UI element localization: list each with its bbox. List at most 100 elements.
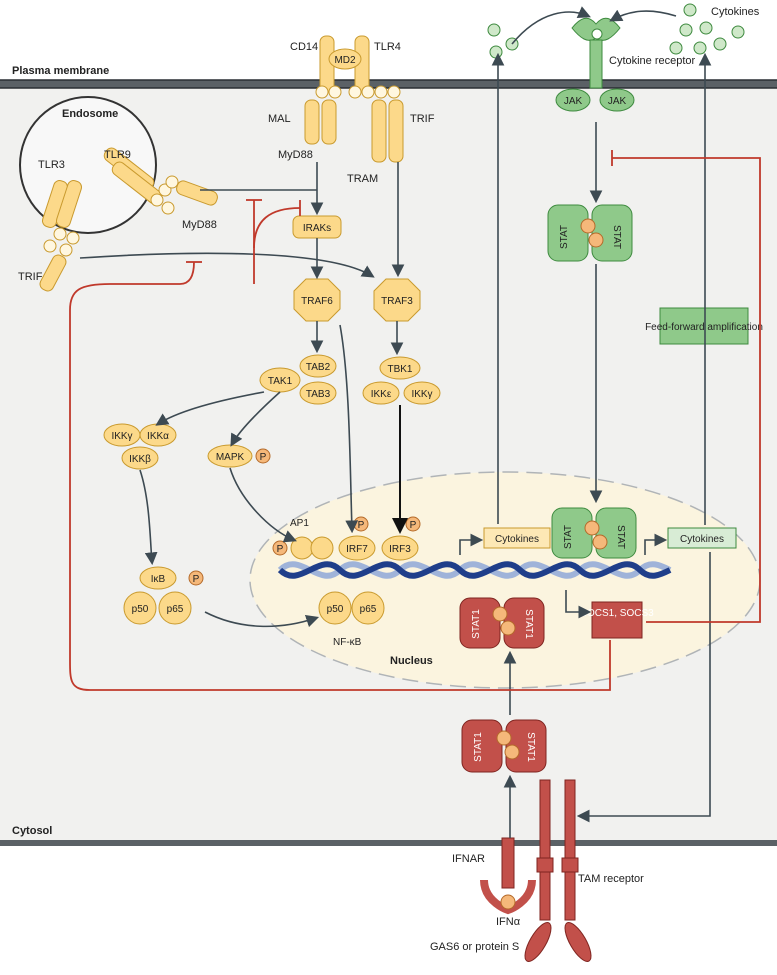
nfkb-nuclear	[318, 591, 385, 625]
tlr9-label: TLR9	[104, 149, 131, 161]
stat-dimer-nuclear	[551, 507, 637, 559]
ap1-phospho: P	[277, 544, 284, 555]
irf7-phospho: P	[358, 520, 365, 531]
tam-receptor-label: TAM receptor	[578, 873, 644, 885]
ikb-label: IκB	[151, 574, 166, 585]
stat-top-right-label: STAT	[611, 225, 622, 249]
traf6-label: TRAF6	[301, 296, 333, 307]
plasma-membrane	[0, 80, 777, 88]
trif-top	[388, 99, 404, 163]
mapk-label: MAPK	[216, 452, 245, 463]
jak-left	[555, 88, 591, 112]
trif-endo-label: TRIF	[18, 271, 43, 283]
tbk1-label: TBK1	[387, 364, 412, 375]
ikk-gamma-r-label: IKKγ	[411, 389, 432, 400]
endosome-label: Endosome	[62, 108, 118, 120]
ikk-epsilon-label: IKKε	[371, 389, 392, 400]
ikk-beta-label: IKKβ	[129, 454, 151, 465]
tlr3-label: TLR3	[38, 159, 65, 171]
stat1-cyto-left-label: STAT1	[473, 732, 484, 762]
ap1-label: AP1	[290, 518, 309, 529]
tram	[371, 99, 387, 163]
ikk-complex	[103, 423, 177, 470]
irf3	[381, 535, 419, 561]
ap1-complex	[272, 536, 334, 560]
cytokines-right-label: Cytokines	[680, 534, 724, 545]
tbk1-complex	[362, 356, 441, 405]
ikk-alpha-label: IKKα	[147, 431, 169, 442]
myd88-top	[321, 99, 337, 145]
ikk-gamma-label: IKKγ	[111, 431, 132, 442]
traf3-label: TRAF3	[381, 296, 413, 307]
stat-nuc-left-label: STAT	[563, 525, 574, 549]
irf7-label: IRF7	[346, 544, 368, 555]
nucleus	[249, 471, 761, 689]
tlr3-receptor	[41, 180, 83, 228]
iraks-label: IRAKs	[303, 223, 331, 234]
stat1-nuc-right-label: STAT1	[523, 609, 534, 639]
cytokines-box-right	[667, 527, 737, 549]
dna-helix	[277, 561, 672, 579]
stat1-dimer-cyto	[461, 719, 547, 773]
mapk-phospho: P	[260, 452, 267, 463]
p50-cyto-label: p50	[132, 604, 149, 615]
tlr4-tir-domains	[315, 85, 401, 99]
activation-arrows	[79, 6, 712, 838]
ikb-phospho: P	[193, 574, 200, 585]
cytokines-top-label: Cytokines	[711, 6, 760, 18]
tab2-label: TAB2	[306, 362, 331, 373]
gas6-label: GAS6 or protein S	[430, 941, 519, 953]
feed-forward-label: Feed-forward amplification	[645, 322, 763, 333]
lower-membrane	[0, 840, 777, 846]
myd88-endo-label: MyD88	[182, 219, 217, 231]
md2-label: MD2	[334, 55, 356, 66]
p65-nuc-label: p65	[360, 604, 377, 615]
ifnar-receptor	[480, 837, 536, 915]
inhibition-lines	[69, 150, 761, 691]
tak1-complex	[259, 354, 337, 405]
mal-label: MAL	[268, 113, 291, 125]
jak-right	[599, 88, 635, 112]
stat-nuc-right-label: STAT	[615, 525, 626, 549]
ifnar-label: IFNAR	[452, 853, 485, 865]
feed-forward-box	[659, 307, 749, 345]
stat1-cyto-right-label: STAT1	[525, 732, 536, 762]
irf3-label: IRF3	[389, 544, 411, 555]
ifn-alpha-label: IFNα	[496, 916, 521, 928]
nucleus-label: Nucleus	[390, 655, 433, 667]
cytokine-receptor-label: Cytokine receptor	[609, 55, 696, 67]
myd88-endo	[176, 180, 218, 206]
cytosol-label: Cytosol	[12, 825, 52, 837]
traf6	[293, 278, 341, 322]
cytokines-left-label: Cytokines	[495, 534, 539, 545]
nfkb-ikb-complex	[123, 566, 204, 625]
tak1-label: TAK1	[268, 376, 293, 387]
tlr4-complex	[319, 35, 370, 93]
tab3-label: TAB3	[306, 389, 331, 400]
trif-top-label: TRIF	[410, 113, 435, 125]
jak-right-label: JAK	[608, 96, 627, 107]
mal	[304, 99, 320, 145]
tam-receptor	[524, 779, 592, 962]
plasma-membrane-label: Plasma membrane	[12, 65, 109, 77]
cd14-label: CD14	[290, 41, 318, 53]
socs-box	[591, 601, 643, 639]
tram-label: TRAM	[347, 173, 378, 185]
socs1-label: SOCS1, SOCS3	[580, 608, 654, 619]
trif-endo	[39, 254, 67, 292]
jak-left-label: JAK	[564, 96, 583, 107]
traf3	[373, 278, 421, 322]
irf7	[338, 535, 376, 561]
p50-nuc-label: p50	[327, 604, 344, 615]
stat1-nuc-left-label: STAT1	[471, 609, 482, 639]
tlr4-label: TLR4	[374, 41, 401, 53]
cytokine-receptor	[571, 17, 621, 89]
mapk	[207, 444, 253, 468]
myd88-top-label: MyD88	[278, 149, 313, 161]
irf3-phospho: P	[410, 520, 417, 531]
p65-cyto-label: p65	[167, 604, 184, 615]
stat-dimer-cyto	[547, 204, 633, 262]
nfkb-label: NF-κB	[333, 637, 362, 648]
